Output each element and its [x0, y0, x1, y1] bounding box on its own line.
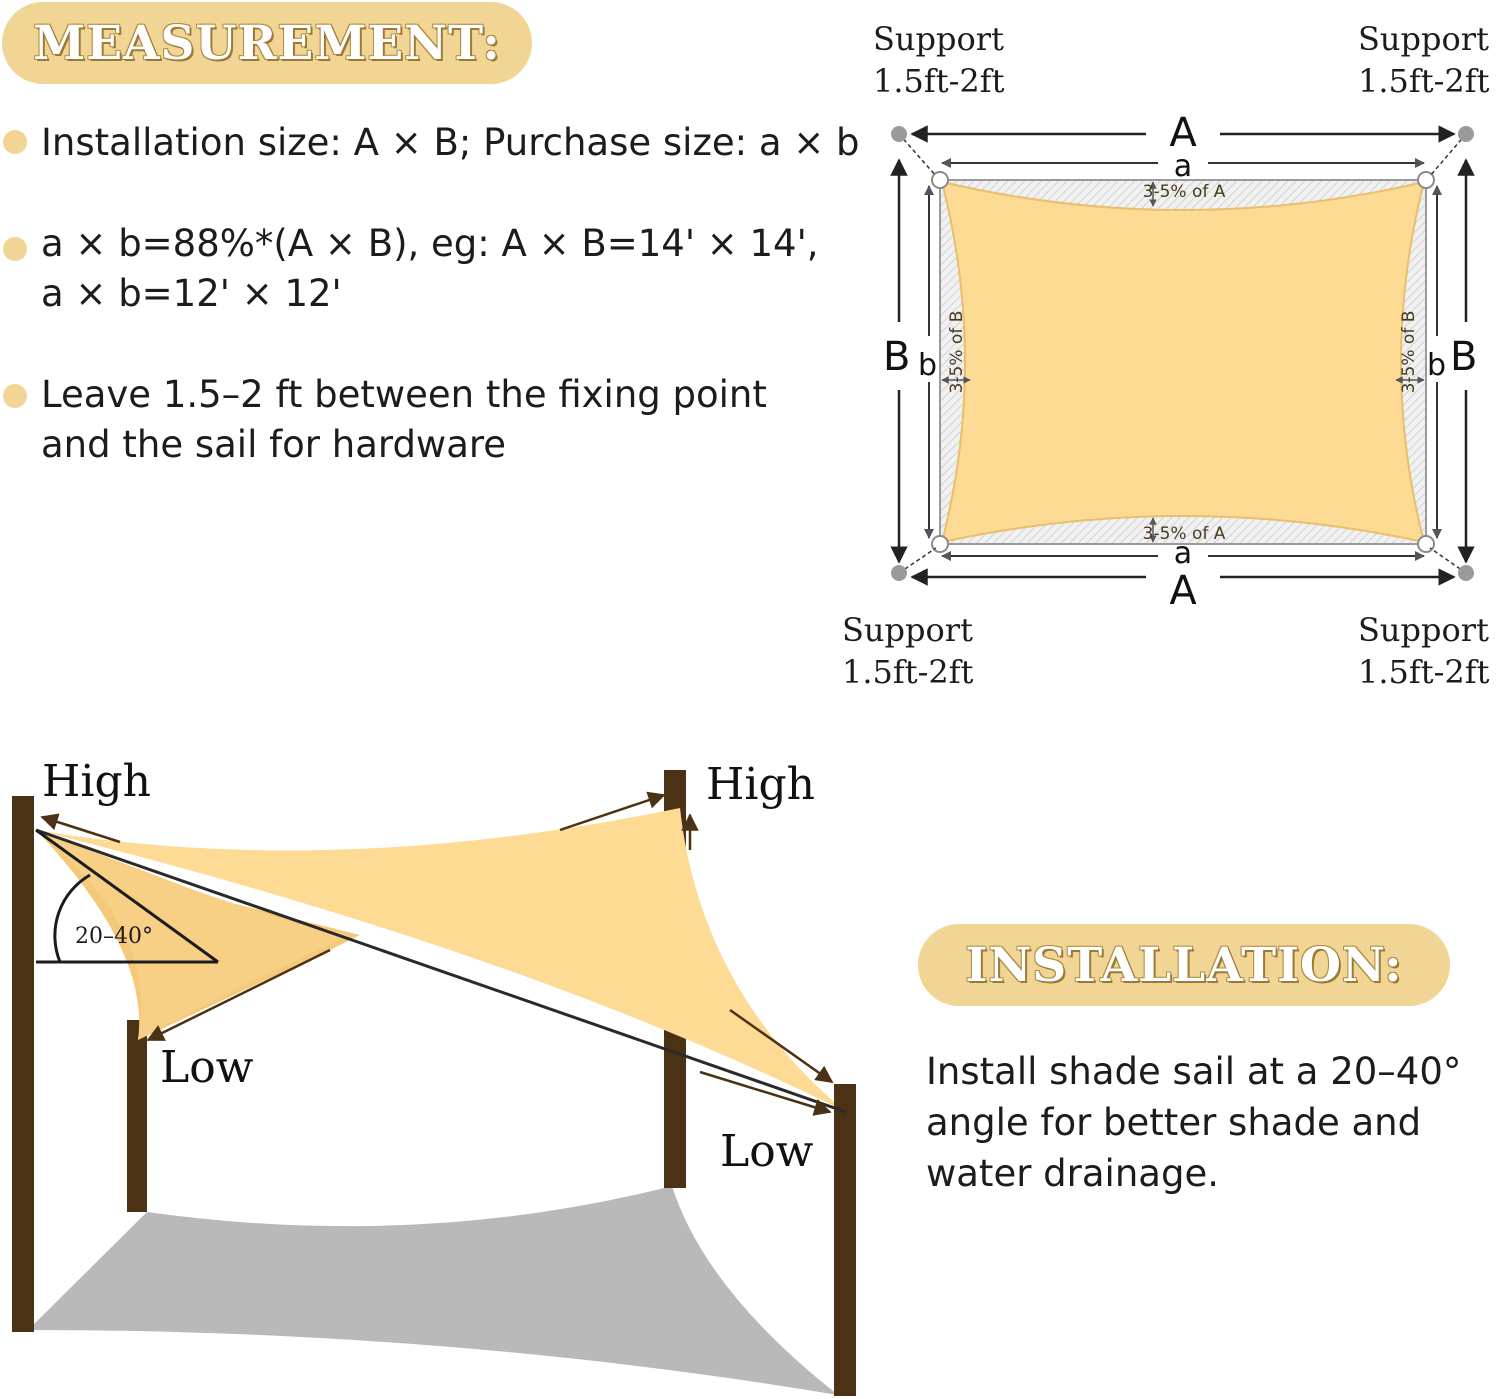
support-point-br — [1458, 565, 1474, 581]
label-high-left: High — [42, 756, 151, 807]
label-A-top: A — [1169, 110, 1197, 156]
label-a-top: a — [1174, 149, 1192, 184]
sag-note-bottom: 3-5% of A — [1143, 524, 1226, 544]
sail-edge-line — [35, 828, 847, 1114]
sag-note-right: 3-5% of B — [1399, 311, 1419, 394]
bullet-text-1: Installation size: A × B; Purchase size:… — [41, 121, 860, 164]
angle-line — [35, 828, 219, 964]
installation-heading: INSTALLATION: — [965, 937, 1403, 993]
installation-heading-pill: INSTALLATION: — [918, 924, 1450, 1006]
installation-text: Install shade sail at a 20–40° angle for… — [926, 1046, 1461, 1199]
label-B-left: B — [883, 334, 910, 380]
arrow-low-right — [729, 1008, 834, 1084]
bullet-dot-3 — [3, 384, 27, 408]
bullet-dot-2 — [3, 237, 27, 261]
measurement-heading-pill: MEASUREMENT: — [2, 2, 532, 84]
support-point-bl — [891, 565, 907, 581]
label-high-right: High — [706, 759, 815, 810]
support-label-bottom-left: Support 1.5ft-2ft — [842, 611, 974, 691]
measurement-heading: MEASUREMENT: — [33, 15, 501, 71]
shade-sail-lower — [36, 830, 350, 1040]
bullet-text-3b: and the sail for hardware — [41, 423, 507, 466]
label-low-right: Low — [720, 1126, 814, 1177]
arrow-high-left — [40, 813, 121, 844]
label-A-bottom: A — [1169, 568, 1197, 614]
hardware-line-tl — [898, 133, 937, 177]
shade-sail-main — [36, 808, 846, 1112]
bullet-text-2a: a × b=88%*(A × B), eg: A × B=14' × 14', — [41, 222, 819, 265]
arrow-low-right-2 — [699, 1070, 832, 1116]
label-b-right: b — [1427, 348, 1446, 383]
installation-line-2: angle for better shade and — [926, 1101, 1422, 1144]
support-label-top-right: Support 1.5ft-2ft — [1358, 20, 1490, 100]
label-low-left: Low — [160, 1042, 254, 1093]
support-label-top-left: Support 1.5ft-2ft — [873, 20, 1005, 100]
bullet-text-3a: Leave 1.5–2 ft between the fixing point — [41, 373, 767, 416]
purchase-size-outline — [939, 179, 1427, 545]
sag-note-left: 3-5% of B — [947, 311, 967, 394]
corner-ring-tr — [1417, 171, 1435, 189]
label-b-left: b — [918, 348, 937, 383]
arrow-low-left — [146, 948, 331, 1042]
hardware-line-tr — [1429, 133, 1467, 177]
measurement-diagram: A A a a B b B b 3-5% of A 3-5% of A 3-5%… — [883, 110, 1477, 614]
label-a-bottom: a — [1174, 536, 1192, 571]
ground-shadow — [28, 1186, 838, 1395]
angle-arc — [53, 873, 91, 963]
support-point-tr — [1458, 126, 1474, 142]
label-B-right: B — [1450, 334, 1477, 380]
installation-line-1: Install shade sail at a 20–40° — [926, 1050, 1462, 1093]
post-low-left — [127, 1020, 147, 1212]
bullet-text-2b: a × b=12' × 12' — [41, 272, 342, 315]
bullet-dot-1 — [3, 130, 27, 154]
support-label-bottom-right: Support 1.5ft-2ft — [1358, 611, 1490, 691]
support-point-tl — [891, 126, 907, 142]
post-low-right — [834, 1084, 856, 1396]
post-high-left — [12, 796, 34, 1332]
arrow-high-right — [559, 791, 666, 832]
installation-line-3: water drainage. — [926, 1152, 1219, 1195]
corner-ring-tl — [931, 171, 949, 189]
angle-label: 20–40° — [75, 924, 153, 949]
sag-note-top: 3-5% of A — [1143, 182, 1226, 202]
